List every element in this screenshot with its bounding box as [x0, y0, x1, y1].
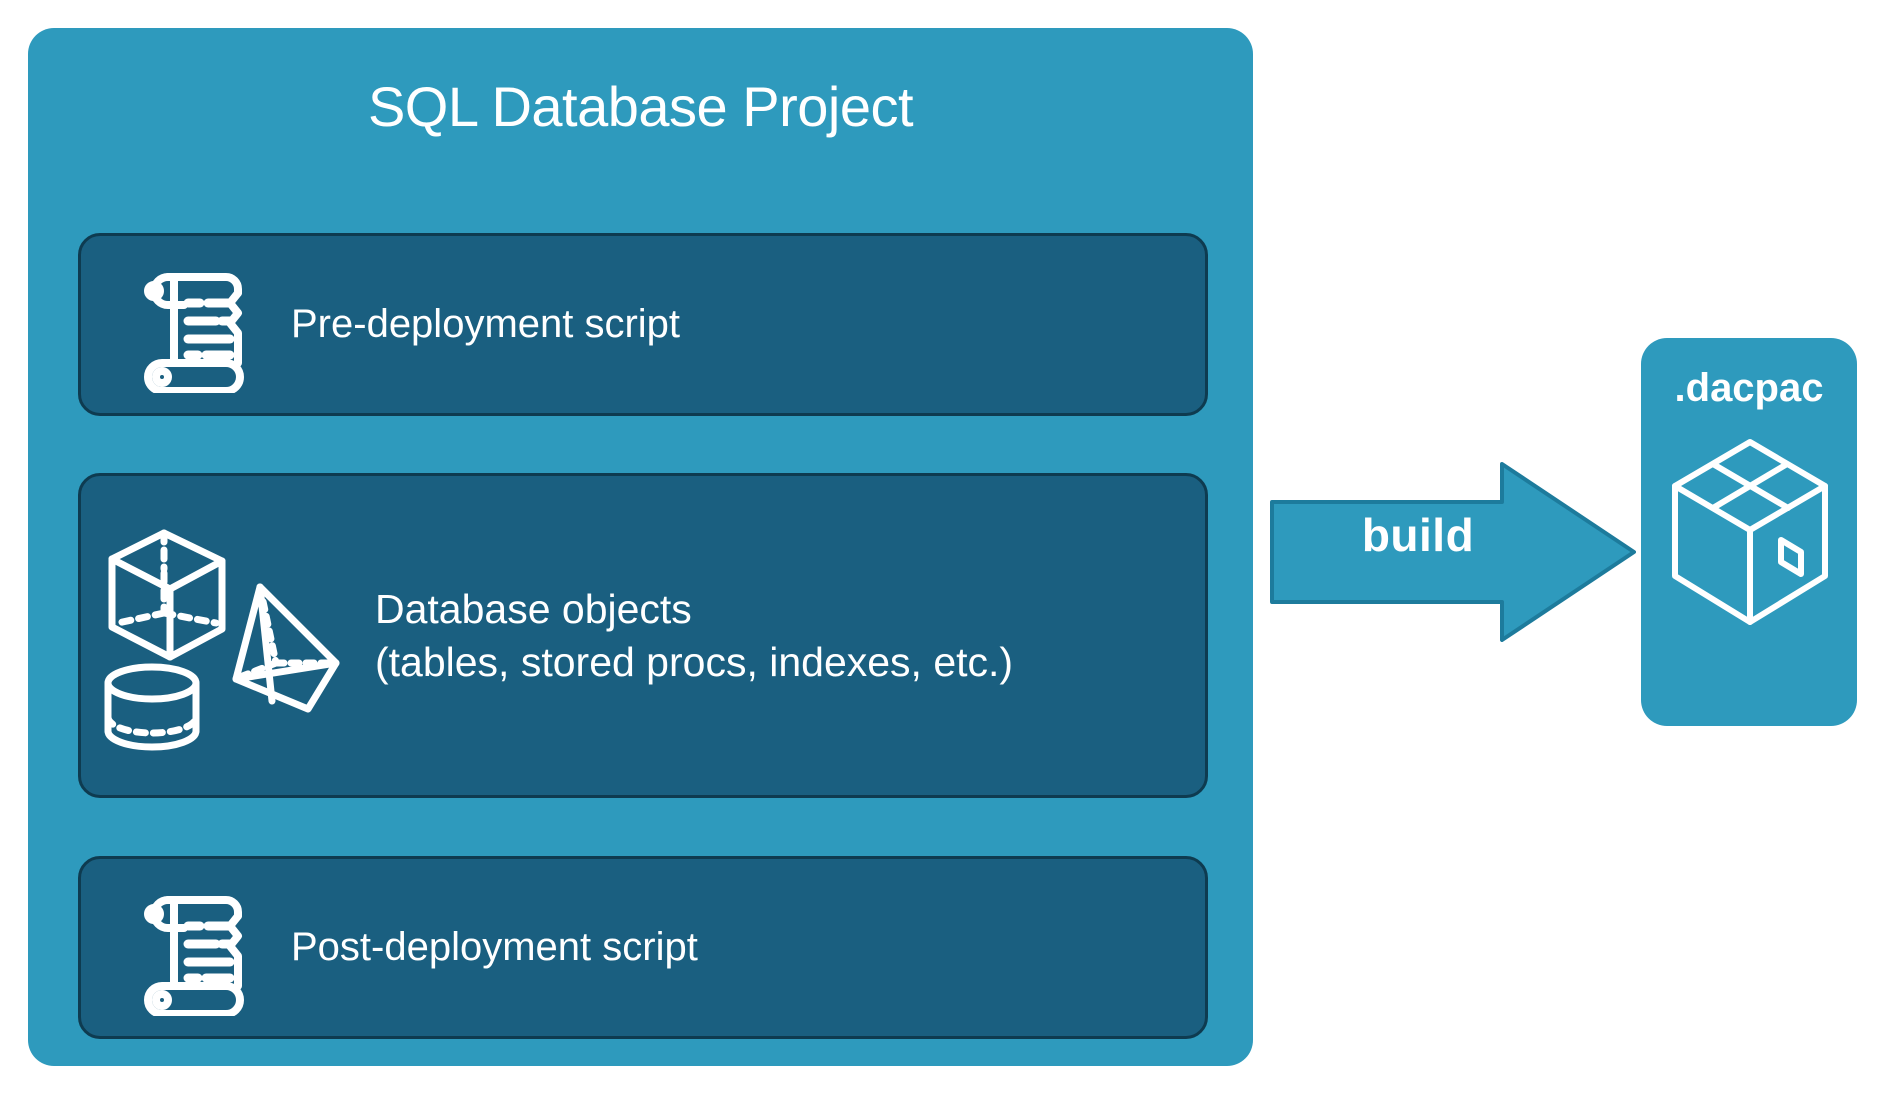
card-label-database-objects: Database objects (tables, stored procs, …: [375, 586, 1014, 685]
card-label-pre-deployment: Pre-deployment script: [291, 301, 681, 346]
scroll-icon: [91, 880, 291, 1016]
scroll-icon: [91, 257, 291, 393]
sql-database-project-panel: SQL Database Project: [28, 28, 1253, 1066]
card-post-deployment-script[interactable]: Post-deployment script: [78, 856, 1208, 1039]
cylinder-icon: [104, 663, 200, 750]
card-label-post-deployment: Post-deployment script: [291, 924, 698, 969]
project-panel-title: SQL Database Project: [367, 75, 914, 138]
database-objects-icon-group: [85, 511, 375, 761]
package-box-icon: [1669, 436, 1831, 628]
pyramid-icon: [232, 583, 340, 712]
dacpac-title: .dacpac: [1674, 366, 1824, 410]
cube-icon: [108, 529, 226, 660]
card-pre-deployment-script[interactable]: Pre-deployment script: [78, 233, 1208, 416]
dacpac-output-panel: .dacpac: [1641, 338, 1857, 726]
build-arrow-label: build: [1361, 509, 1475, 561]
arrow-right-icon: [1270, 462, 1636, 642]
card-database-objects[interactable]: Database objects (tables, stored procs, …: [78, 473, 1208, 798]
